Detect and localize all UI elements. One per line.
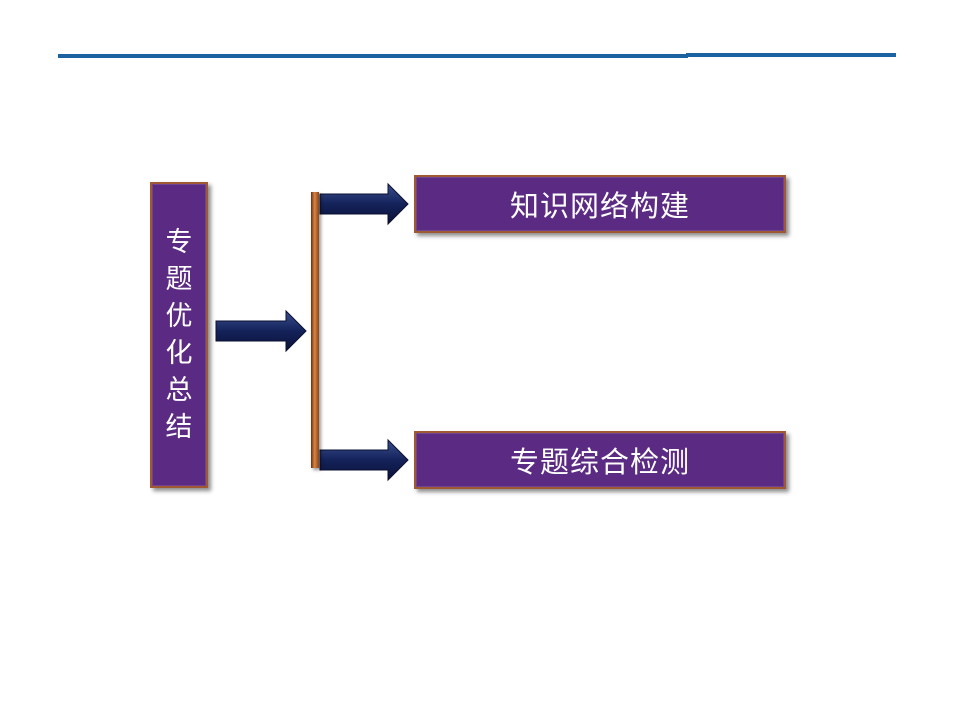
main-topic-char: 化 <box>165 338 193 369</box>
branch-label: 知识网络构建 <box>509 189 690 223</box>
top-rule-right <box>686 53 896 57</box>
main-topic-char: 总 <box>165 375 193 406</box>
main-topic-box[interactable]: 专 题 优 化 总 结 <box>150 182 208 488</box>
branch-label: 专题综合检测 <box>509 445 690 479</box>
main-topic-char: 专 <box>165 227 193 258</box>
main-topic-char: 优 <box>165 301 193 332</box>
bracket-line <box>311 192 319 468</box>
main-arrow <box>215 309 307 353</box>
top-rule-left <box>58 54 688 58</box>
top-branch-arrow <box>319 182 409 226</box>
branch-box-knowledge-network[interactable]: 知识网络构建 <box>414 175 786 233</box>
branch-box-comprehensive-test[interactable]: 专题综合检测 <box>414 431 786 489</box>
main-topic-char: 题 <box>165 264 193 295</box>
main-topic-char: 结 <box>165 412 193 443</box>
bottom-branch-arrow <box>319 438 409 482</box>
